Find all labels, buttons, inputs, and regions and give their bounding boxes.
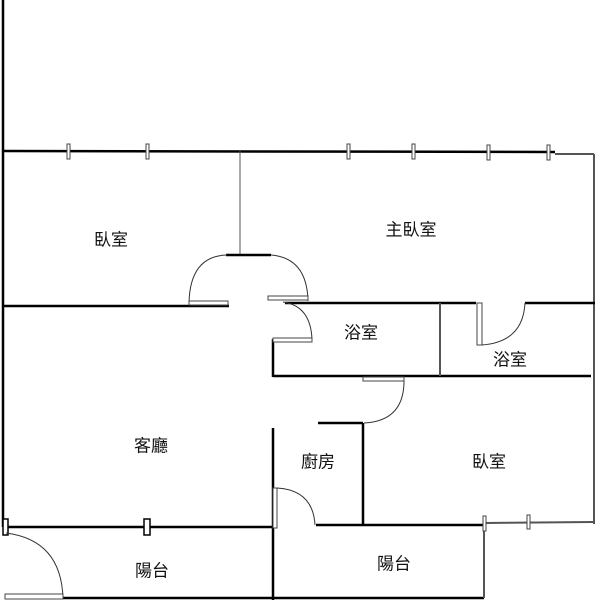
doors xyxy=(4,254,526,600)
room-label-bedroom: 臥室 xyxy=(94,230,128,251)
room-label-bedroom-2: 臥室 xyxy=(472,452,506,473)
room-label-balcony: 陽台 xyxy=(135,561,169,582)
room-label-balcony-2: 陽台 xyxy=(377,554,411,575)
room-label-kitchen: 廚房 xyxy=(301,452,335,473)
room-label-master-bathroom: 浴室 xyxy=(493,350,527,371)
windows xyxy=(2,143,551,536)
room-label-bathroom: 浴室 xyxy=(344,323,378,344)
room-label-master-bedroom: 主臥室 xyxy=(385,220,437,241)
room-label-living-room: 客廳 xyxy=(134,436,168,457)
